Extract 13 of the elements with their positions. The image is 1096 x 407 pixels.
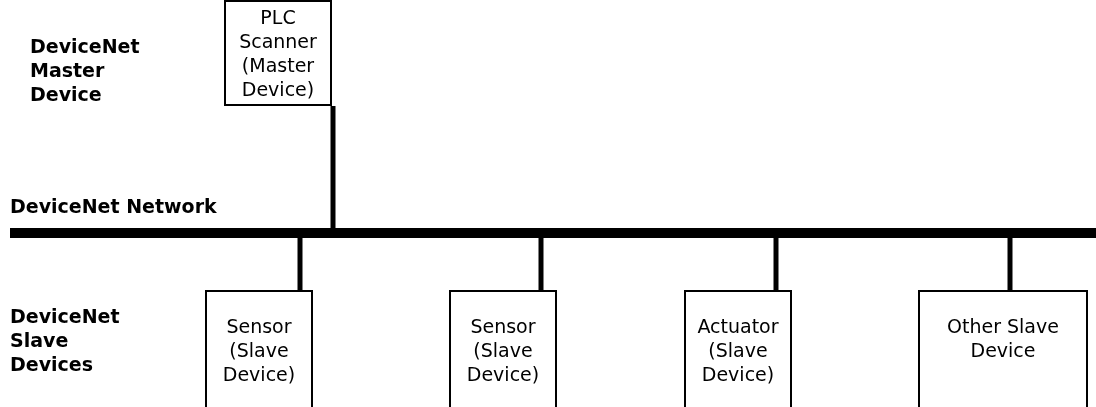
connector-line	[330, 106, 336, 228]
slave-device-box: Other Slave Device	[918, 290, 1088, 407]
role-label: DeviceNet Master Device	[30, 34, 141, 106]
connector-line	[1007, 238, 1013, 290]
connector-line	[297, 238, 303, 290]
role-label: DeviceNet Slave Devices	[10, 304, 121, 376]
connector-line	[538, 238, 544, 290]
slave-device-box: Sensor (Slave Device)	[205, 290, 313, 407]
connector-line	[773, 238, 779, 290]
slave-device-box: Sensor (Slave Device)	[449, 290, 557, 407]
slave-device-box: Actuator (Slave Device)	[684, 290, 792, 407]
master-device-box: PLC Scanner (Master Device)	[224, 0, 332, 106]
network-label: DeviceNet Network	[10, 194, 217, 218]
